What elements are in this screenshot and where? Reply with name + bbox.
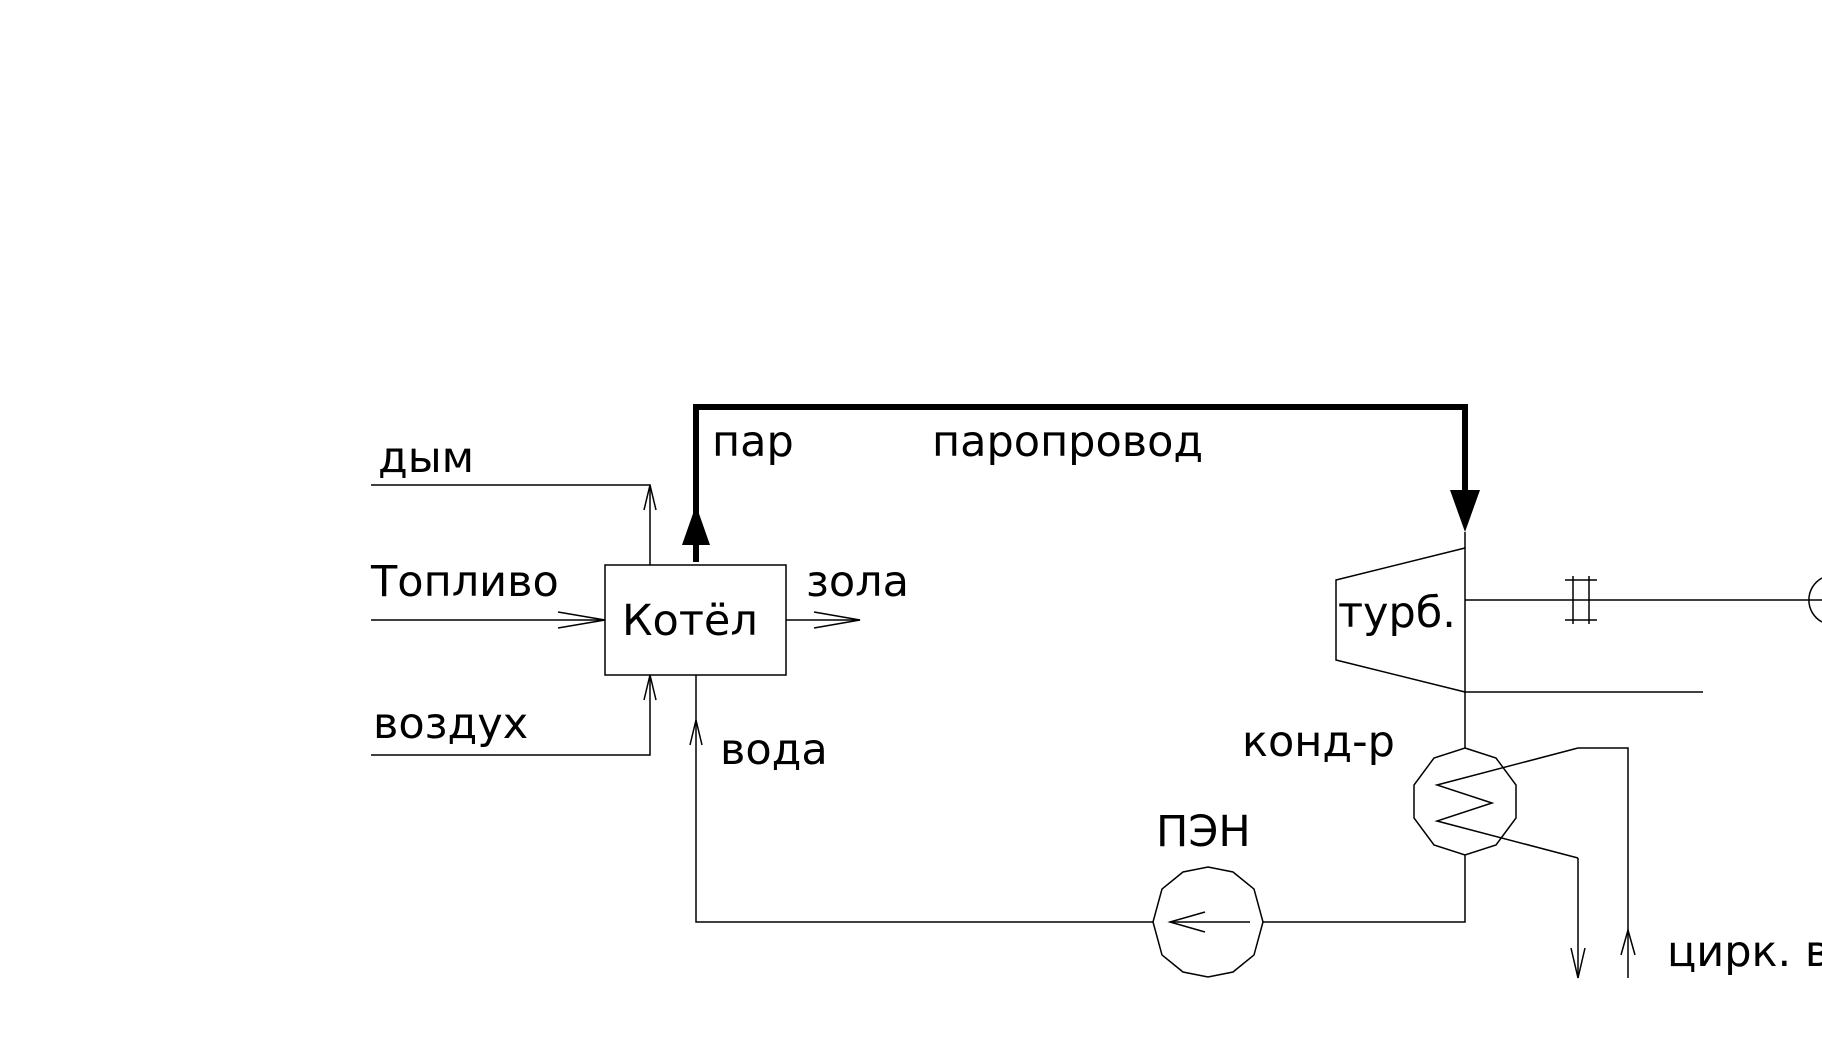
condensate-line <box>1263 855 1466 923</box>
steam-line-label: паропровод <box>932 417 1203 467</box>
water-line <box>689 675 1153 923</box>
fuel-label: Топливо <box>370 557 559 607</box>
smoke-line <box>371 484 657 565</box>
steam-down-arrowhead <box>1450 490 1480 532</box>
turbine-label: турб. <box>1338 588 1456 638</box>
steam-line <box>682 404 1480 562</box>
air-label: воздух <box>373 699 528 749</box>
boiler-label: Котёл <box>622 596 758 646</box>
feed-pump-label: ПЭН <box>1156 807 1251 857</box>
fuel-line <box>371 611 606 629</box>
shaft-coupling <box>1465 576 1822 624</box>
smoke-label: дым <box>378 433 474 483</box>
circ-water-lines <box>1570 747 1636 979</box>
circ-water-label: цирк. в <box>1667 927 1822 977</box>
steam-label: пар <box>712 417 794 467</box>
condenser <box>1413 747 1579 859</box>
steam-up-arrowhead <box>682 505 710 545</box>
ash-label: зола <box>806 557 909 607</box>
air-line <box>371 674 657 756</box>
generator-edge <box>1808 577 1822 623</box>
ash-line <box>786 611 861 629</box>
water-label: вода <box>720 725 828 775</box>
feed-pump <box>1152 866 1264 978</box>
condenser-label: конд-р <box>1242 717 1395 767</box>
